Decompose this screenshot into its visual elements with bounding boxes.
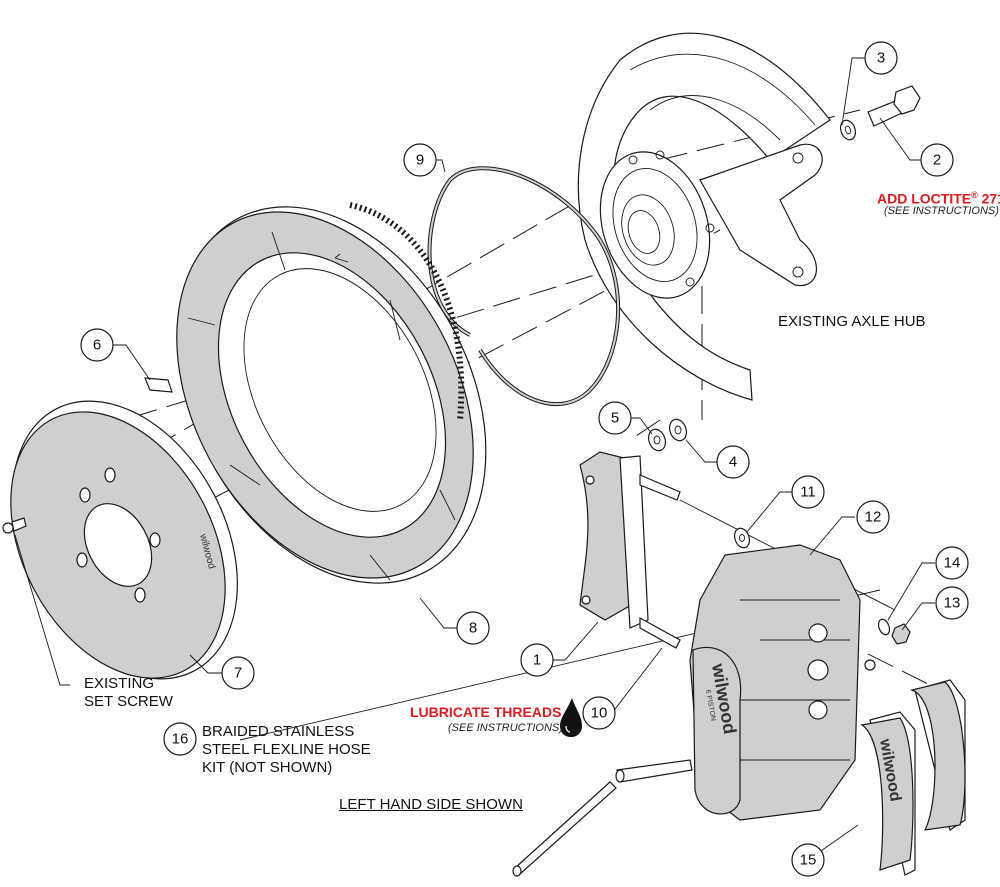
nut-washer [877,618,891,636]
brake-pads: wilwood [860,679,966,876]
lubricate-note: (SEE INSTRUCTIONS) [448,722,563,734]
svg-text:8: 8 [469,620,477,637]
hose-kit-label-line3: KIT (NOT SHOWN) [202,759,333,776]
existing-set-screw-label-line1: EXISTING [84,675,155,692]
callout-10: 10 [582,696,616,730]
svg-text:15: 15 [800,852,817,869]
existing-axle-hub-label: EXISTING AXLE HUB [778,313,926,330]
bolt-head [893,85,921,115]
svg-text:2: 2 [933,152,941,169]
callout-1: 1 [520,643,554,677]
svg-text:5: 5 [611,410,619,427]
hose-kit-label-line2: STEEL FLEXLINE HOSE [202,741,371,758]
svg-text:10: 10 [591,705,608,722]
svg-text:7: 7 [234,665,242,682]
svg-text:6: 6 [93,337,101,354]
loctite-note: (SEE INSTRUCTIONS) [884,205,999,217]
callout-16: 16 [163,722,197,756]
caliper-bracket [579,451,681,649]
callouts: 1 2 3 4 5 6 7 8 9 10 11 12 13 14 15 16 [80,41,969,877]
nut [891,623,911,645]
bracket-bolt [839,85,921,141]
svg-text:9: 9 [416,152,424,169]
svg-text:1: 1 [533,652,541,669]
existing-set-screw-label-line2: SET SCREW [84,693,173,710]
axis-line-washers [629,419,661,441]
callout-4: 4 [716,445,750,479]
callout-15: 15 [791,843,825,877]
shim-washer-4 [668,418,688,442]
hose-kit-label-line1: BRAIDED STAINLESS [202,723,355,740]
rotor [176,202,487,584]
svg-text:14: 14 [944,555,961,572]
caliper: wilwood 6 PISTON [689,544,876,821]
svg-text:4: 4 [729,454,737,471]
callout-9: 9 [403,143,437,177]
callout-7: 7 [221,656,255,690]
callout-12: 12 [856,500,890,534]
lubricate-warning: LUBRICATE THREADS [410,704,562,720]
axis-line-pads [799,619,961,701]
svg-text:3: 3 [877,50,885,67]
callout-6: 6 [80,328,114,362]
loctite-title: ADD LOCTITE [877,190,972,207]
shim-washer-5 [647,428,667,452]
rotor-hat: wilwood [10,400,238,680]
callout-5: 5 [598,401,632,435]
caliper-nut [877,618,911,645]
loctite-number: 271 [981,190,1000,207]
svg-text:11: 11 [800,484,816,501]
existing-axle-hub [577,32,831,401]
svg-text:12: 12 [865,509,882,526]
shim-washers [647,418,751,549]
svg-text:13: 13 [944,595,961,612]
callout-14: 14 [935,546,969,580]
callout-11: 11 [791,475,825,509]
stud-washer-11 [733,527,751,549]
loctite-warning: ADD LOCTITE® 271 [877,186,1000,208]
bolt-washer [839,119,857,141]
callout-2: 2 [920,143,954,177]
callout-13: 13 [935,586,969,620]
svg-text:16: 16 [172,731,189,748]
registered-mark: ® [971,190,978,200]
callout-8: 8 [456,611,490,645]
retaining-ring [427,166,621,407]
callout-3: 3 [864,41,898,75]
existing-set-screw [2,517,27,534]
oil-drop-icon [560,698,582,737]
caliper-pins [512,759,693,877]
left-hand-side-note: LEFT HAND SIDE SHOWN [339,796,523,813]
caliper-bleeder [864,659,876,671]
rotor-clip [144,377,173,393]
